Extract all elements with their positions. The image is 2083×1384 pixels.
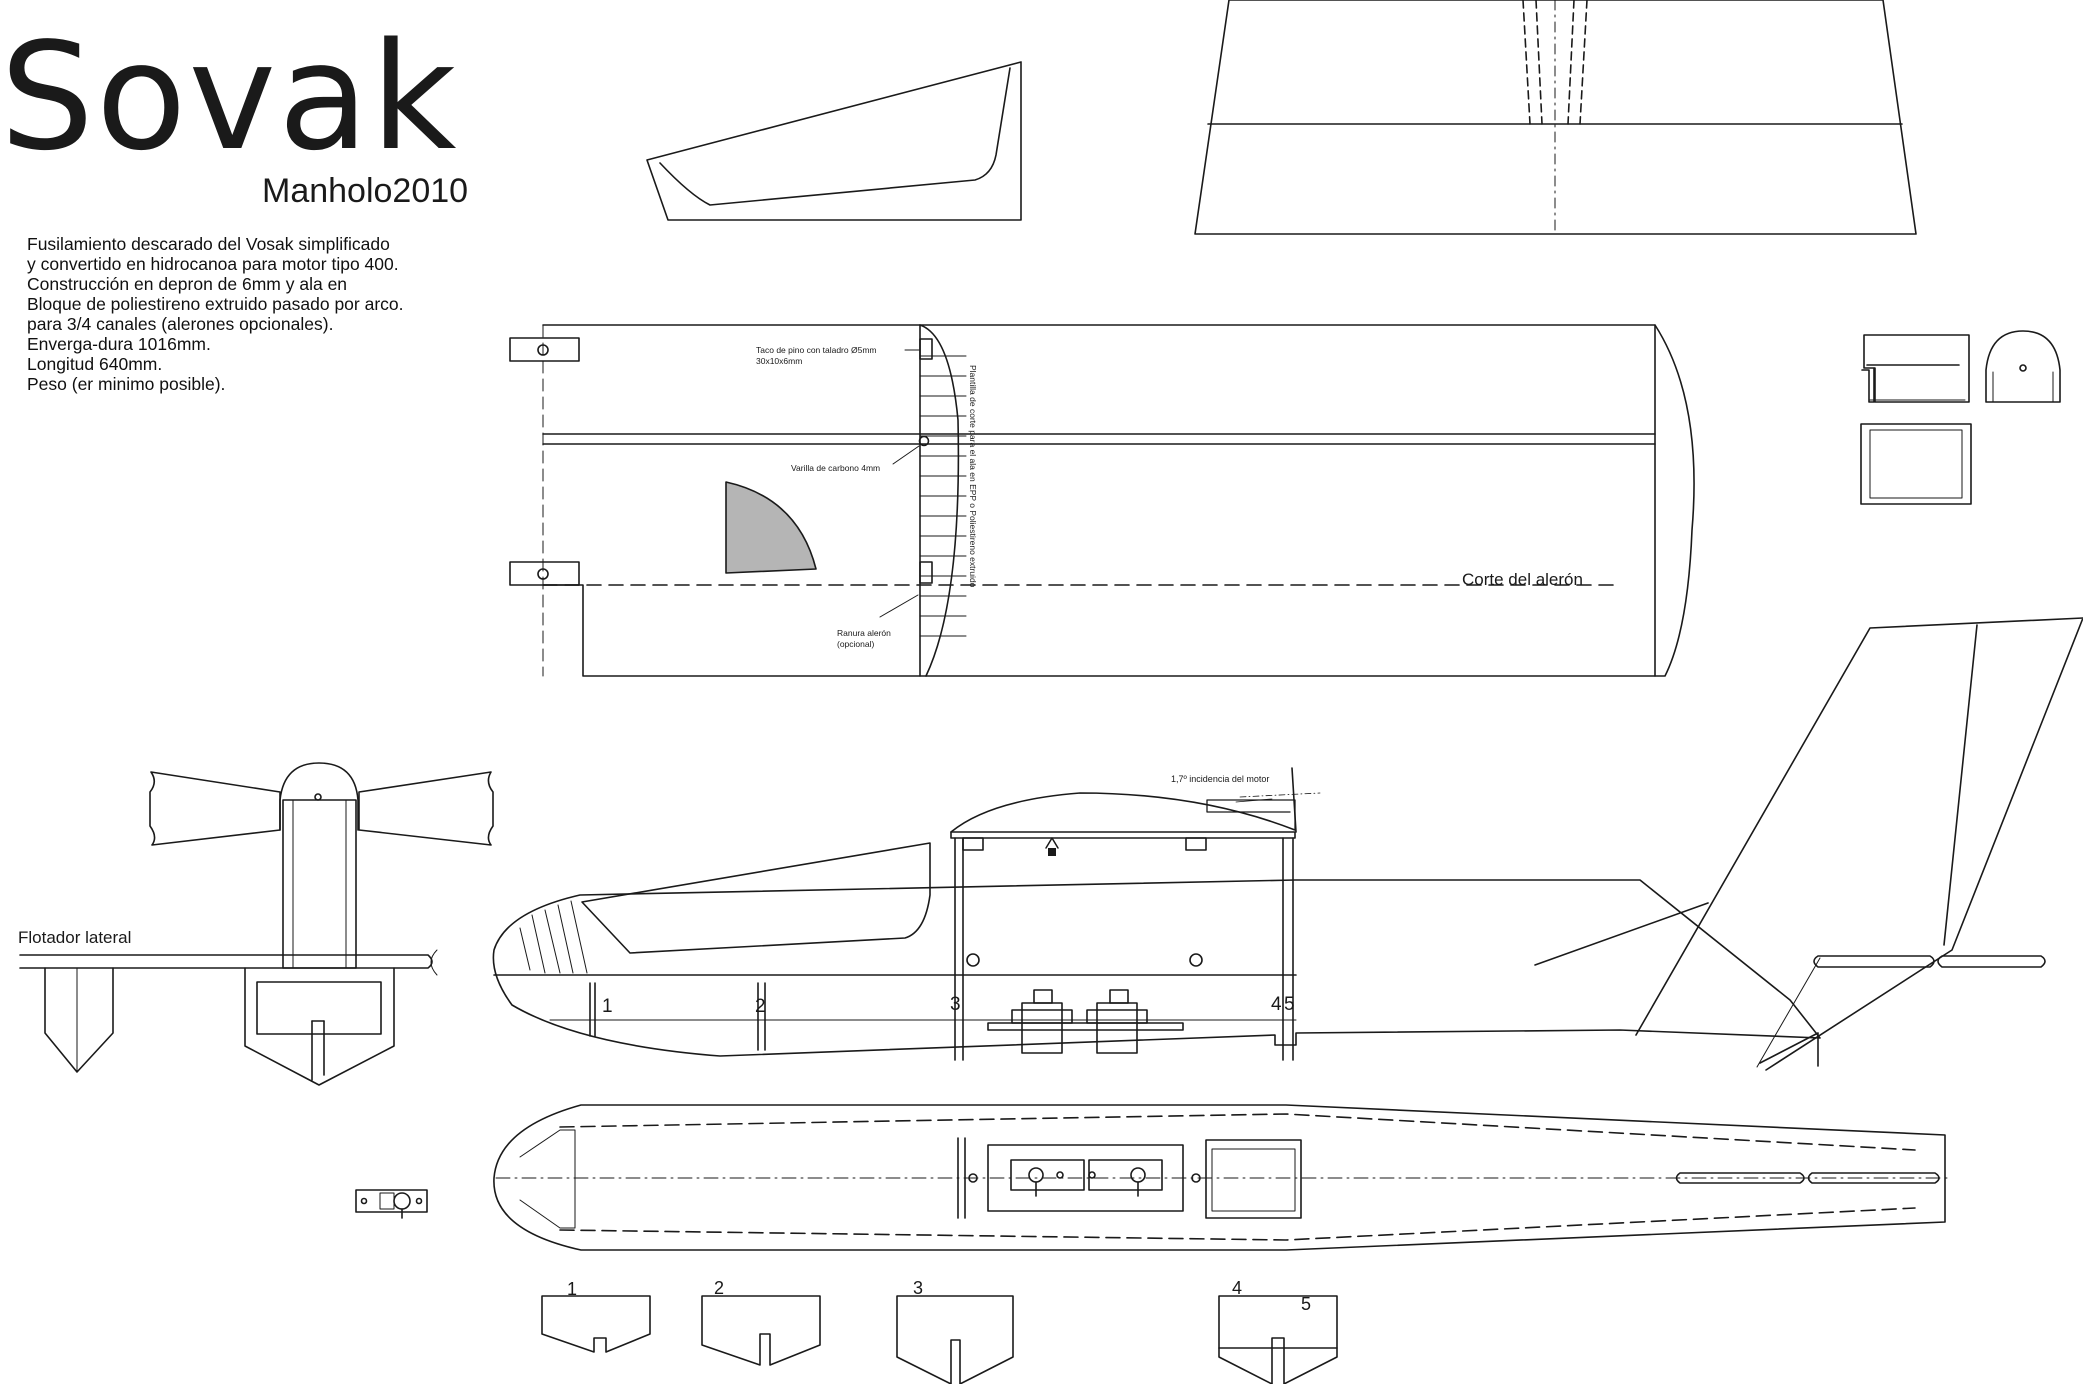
stabilizer-plan: [1194, 0, 1917, 235]
description-line: Bloque de poliestireno extruido pasado p…: [27, 294, 404, 314]
former-number-label: 5: [1301, 1294, 1311, 1314]
front-view: [19, 762, 494, 1086]
wing-plan: [509, 324, 1695, 677]
fuselage-top-view: [493, 1104, 1951, 1251]
plantilla-label: Plantilla de corte para el ala en EPP o …: [968, 365, 978, 588]
author-text: Manholo2010: [262, 172, 468, 210]
incidence-label: 1,7º incidencia del motor: [1171, 774, 1269, 784]
aileron-cut-label: Corte del alerón: [1462, 570, 1583, 589]
description-line: Fusilamiento descarado del Vosak simplif…: [27, 234, 390, 254]
ranura-label: Ranura alerón: [837, 628, 891, 638]
description-line: Peso (er minimo posible).: [27, 374, 226, 394]
former-number-label: 2: [714, 1278, 724, 1298]
former-number-label: 1: [567, 1279, 577, 1299]
servo-part: [355, 1189, 428, 1219]
description-line: Enverga-dura 1016mm.: [27, 334, 211, 354]
former-number-label: 3: [913, 1278, 923, 1298]
title-text: Sovak: [0, 11, 458, 183]
side-former-label: 4: [1271, 994, 1282, 1015]
description-line: y convertido en hidrocanoa para motor ti…: [27, 254, 399, 274]
former-number-label: 4: [1232, 1278, 1242, 1298]
flotador-label: Flotador lateral: [18, 928, 131, 947]
side-view: [492, 617, 2083, 1071]
description-line: Longitud 640mm.: [27, 354, 163, 374]
side-former-label: 1: [602, 996, 613, 1017]
taco-label: Taco de pino con taladro Ø5mm: [756, 345, 876, 355]
taco-label-size: 30x10x6mm: [756, 356, 802, 366]
canopy-template: [646, 61, 1022, 221]
description-line: para 3/4 canales (alerones opcionales).: [27, 314, 334, 334]
side-former-label: 3: [950, 994, 961, 1015]
varilla-label: Varilla de carbono 4mm: [791, 463, 880, 473]
former-pieces: [541, 1295, 1338, 1384]
side-former-label: 2: [755, 996, 766, 1017]
description-line: Construcción en depron de 6mm y ala en: [27, 274, 348, 294]
motor-mount-parts: [1860, 330, 2061, 505]
side-former-label: 5: [1284, 994, 1295, 1015]
ranura-label-note: (opcional): [837, 639, 874, 649]
